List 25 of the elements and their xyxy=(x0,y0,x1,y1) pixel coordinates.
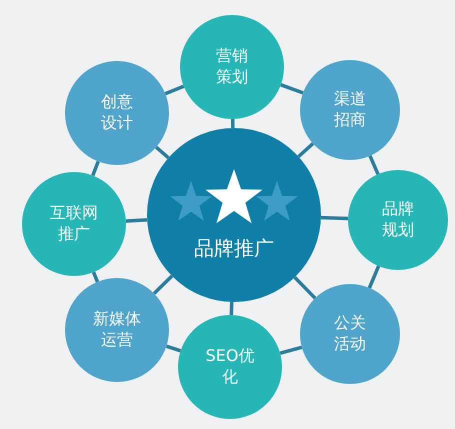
connector-line xyxy=(166,344,182,352)
connector-line xyxy=(92,272,100,282)
connector-line xyxy=(164,84,184,96)
connector-line xyxy=(91,160,100,176)
connector-line xyxy=(280,83,304,95)
topic-label: 公关活动 xyxy=(333,313,367,355)
topic-label: 营销策划 xyxy=(215,46,249,88)
connector-line xyxy=(293,276,316,300)
topic-label: SEO优化 xyxy=(204,346,256,388)
connector-line xyxy=(320,216,348,220)
topic-label: 新媒体运营 xyxy=(92,309,142,351)
center-label: 品牌推广 xyxy=(193,235,275,261)
topic-label: 互联网推广 xyxy=(49,203,99,245)
topic-label: 渠道招商 xyxy=(333,89,367,131)
topic-label: 品牌规划 xyxy=(381,199,415,241)
connector-line xyxy=(126,218,148,223)
connector-line xyxy=(280,346,302,355)
topic-label: 创意设计 xyxy=(100,92,134,134)
connector-line xyxy=(297,142,314,158)
connector-line xyxy=(368,155,380,175)
connector-line xyxy=(155,146,170,160)
connector-line xyxy=(152,274,174,295)
connector-line xyxy=(368,265,380,289)
connector-line xyxy=(230,302,234,316)
connector-line xyxy=(230,118,235,128)
